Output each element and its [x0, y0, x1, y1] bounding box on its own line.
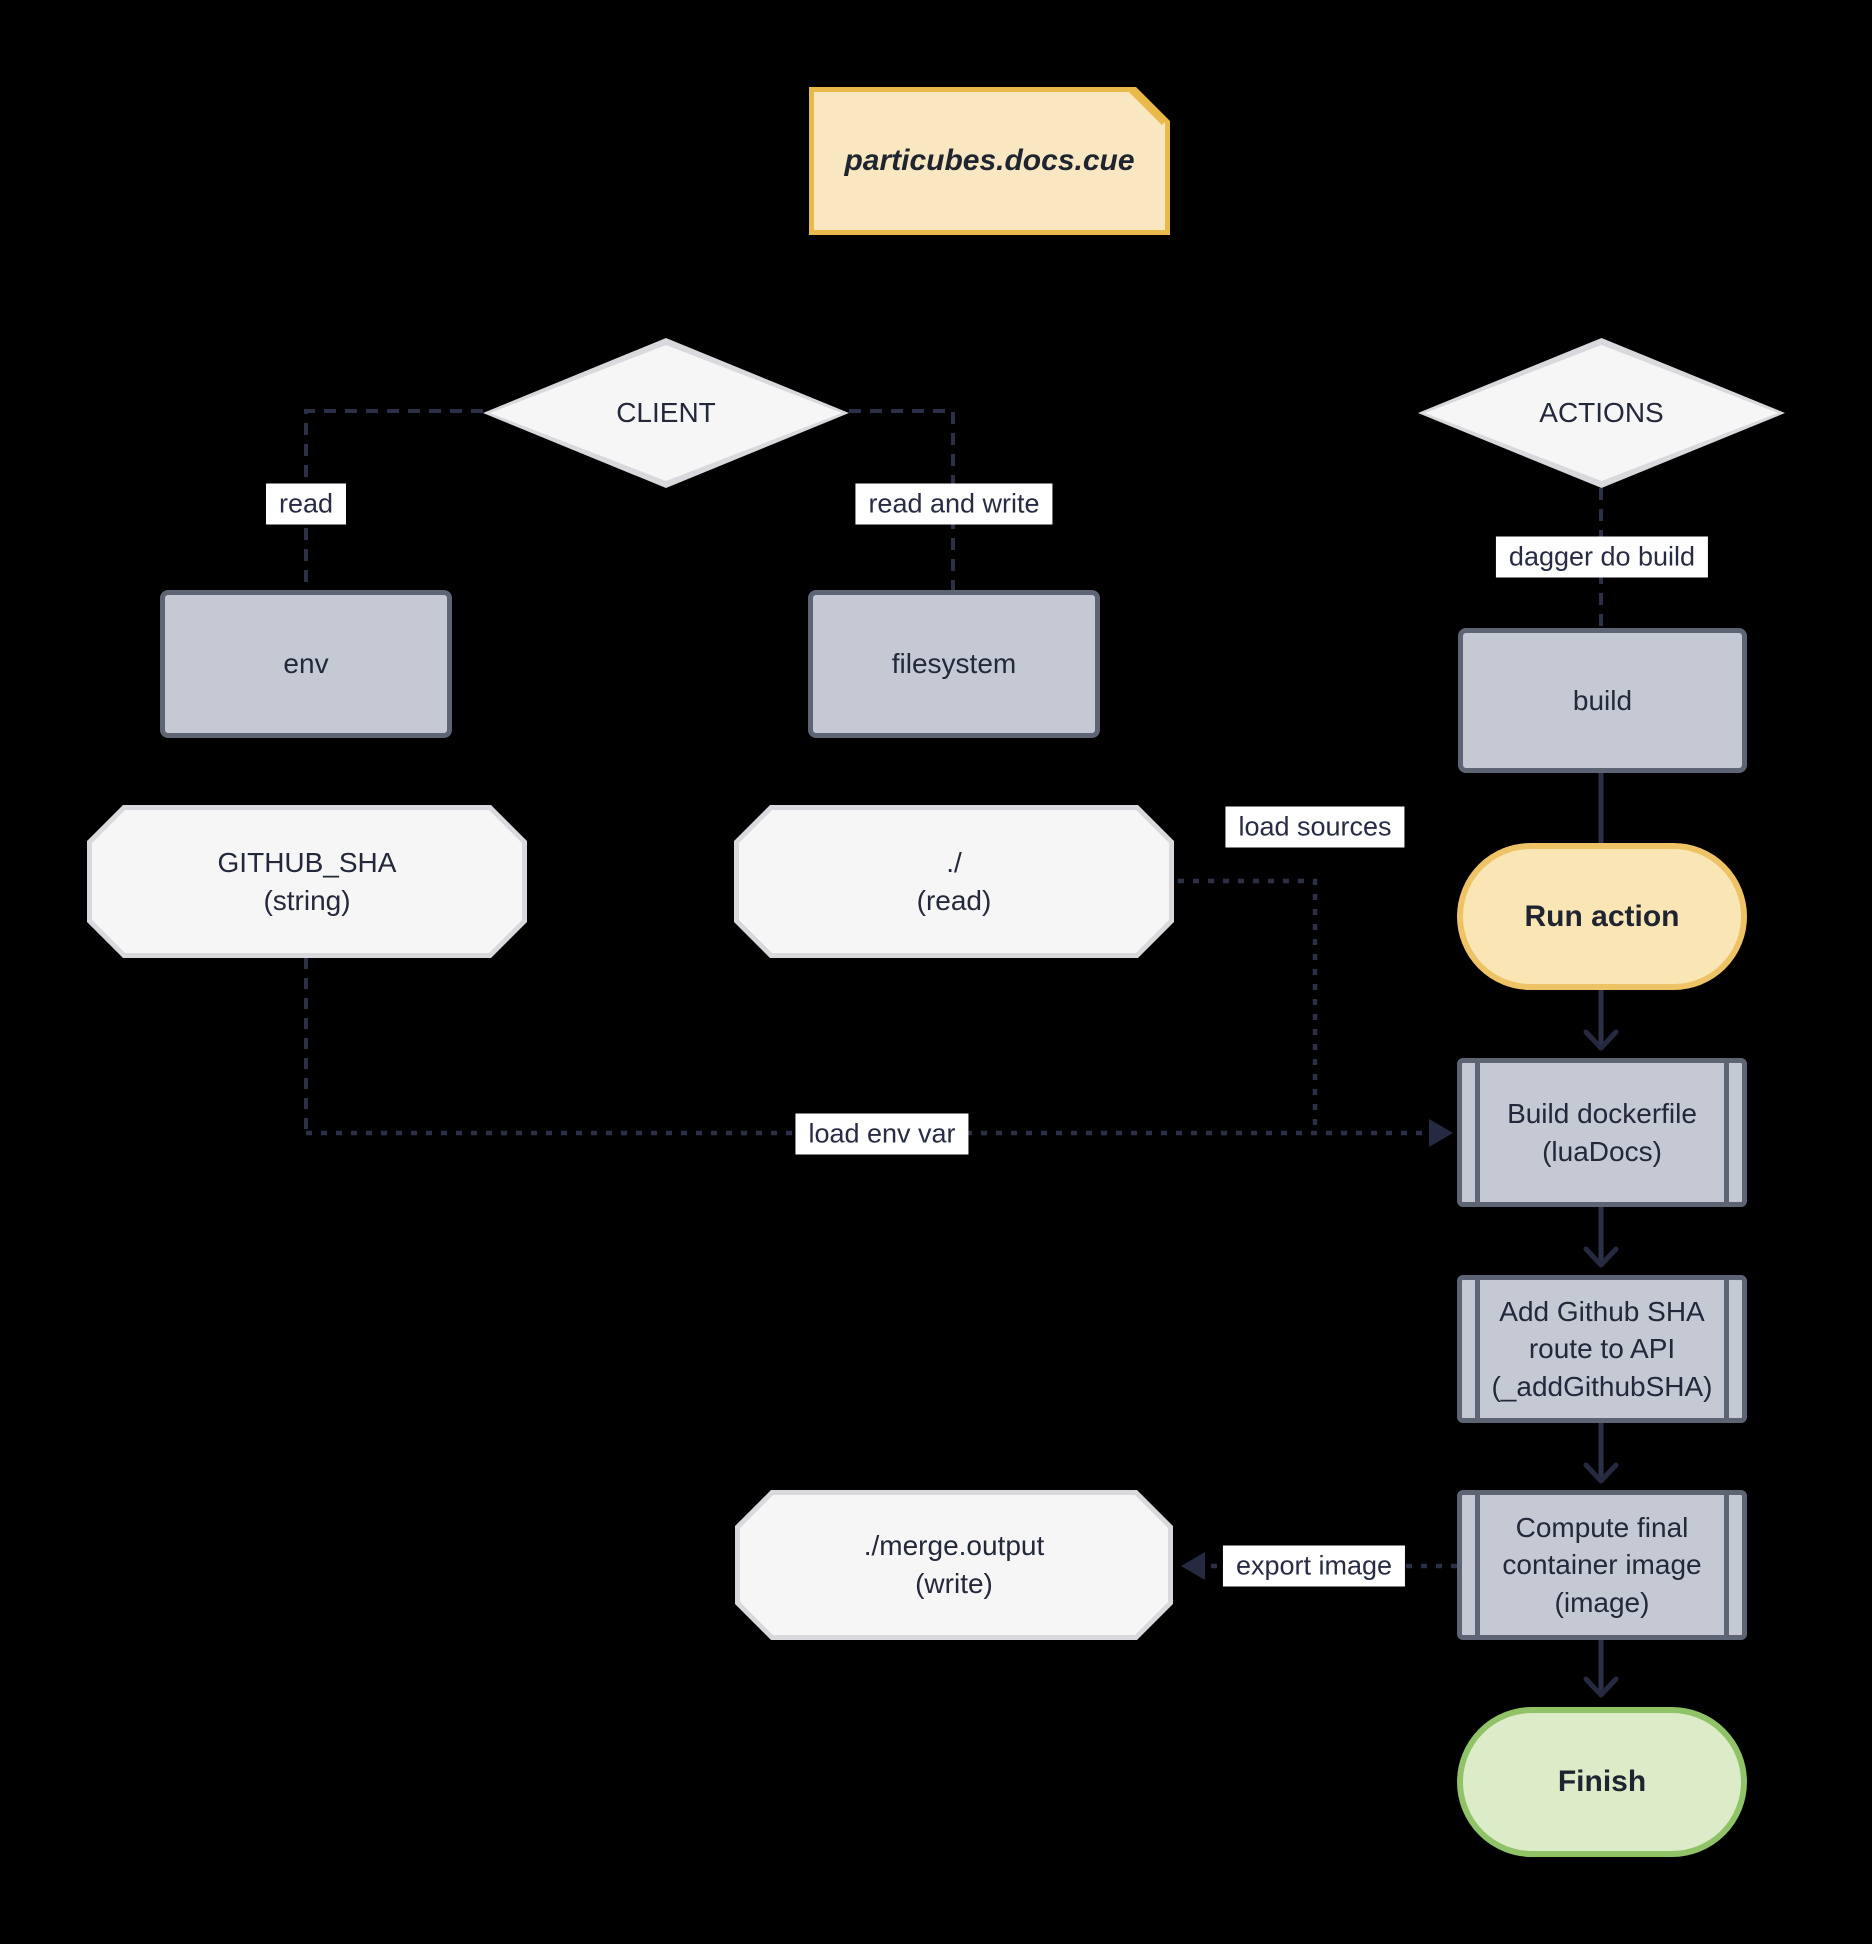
node-build-dockerfile-label: Build dockerfile (luaDocs) [1507, 1097, 1697, 1167]
file-note-title: particubes.docs.cue [844, 144, 1135, 177]
arrowhead-into-dockerfile-left [1429, 1119, 1453, 1147]
node-filesystem: filesystem [808, 590, 1100, 738]
edge-label-read: read [265, 483, 347, 525]
edge-label-export-image: export image [1222, 1545, 1406, 1587]
arrowhead-to-compute [1583, 1462, 1619, 1484]
edge-label-load-sources: load sources [1225, 806, 1405, 848]
node-compute-final-image-label: Compute final container image (image) [1502, 1511, 1702, 1618]
node-github-sha: GITHUB_SHA (string) [87, 805, 527, 958]
arrowhead-into-mergeoutput [1181, 1552, 1205, 1580]
node-add-github-sha: Add Github SHA route to API (_addGithubS… [1457, 1275, 1747, 1423]
node-env-label: env [283, 648, 329, 680]
node-compute-final-image: Compute final container image (image) [1457, 1490, 1747, 1640]
node-merge-output-label: ./merge.output (write) [863, 1530, 1045, 1599]
arrowhead-to-dockerfile [1583, 1029, 1619, 1051]
file-note: particubes.docs.cue [809, 87, 1170, 235]
node-finish: Finish [1457, 1707, 1747, 1857]
edge-client-to-env [304, 409, 483, 590]
node-env: env [160, 590, 452, 738]
edge-label-load-env-var: load env var [795, 1113, 969, 1155]
node-actions-label: ACTIONS [1539, 397, 1664, 429]
edge-label-read-and-write: read and write [855, 483, 1053, 525]
node-merge-output: ./merge.output (write) [735, 1490, 1173, 1640]
node-add-github-sha-label: Add Github SHA route to API (_addGithubS… [1491, 1295, 1713, 1402]
node-dot-read: ./ (read) [734, 805, 1174, 958]
edge-label-dagger-do-build: dagger do build [1495, 536, 1709, 578]
node-run-action-label: Run action [1524, 899, 1680, 933]
node-run-action: Run action [1457, 843, 1747, 990]
arrowhead-to-finish [1583, 1676, 1619, 1698]
node-github-sha-label: GITHUB_SHA (string) [217, 846, 397, 916]
node-build-label: build [1572, 684, 1633, 716]
node-dot-read-label: ./ (read) [916, 846, 992, 916]
node-build-dockerfile: Build dockerfile (luaDocs) [1457, 1058, 1747, 1207]
arrowhead-to-addsha [1583, 1246, 1619, 1268]
node-finish-label: Finish [1557, 1765, 1647, 1798]
node-client-label: CLIENT [616, 397, 716, 429]
node-build: build [1458, 628, 1747, 773]
node-filesystem-label: filesystem [891, 648, 1017, 680]
file-note-paper [814, 92, 1165, 230]
edge-load-sources [1178, 878, 1318, 1133]
